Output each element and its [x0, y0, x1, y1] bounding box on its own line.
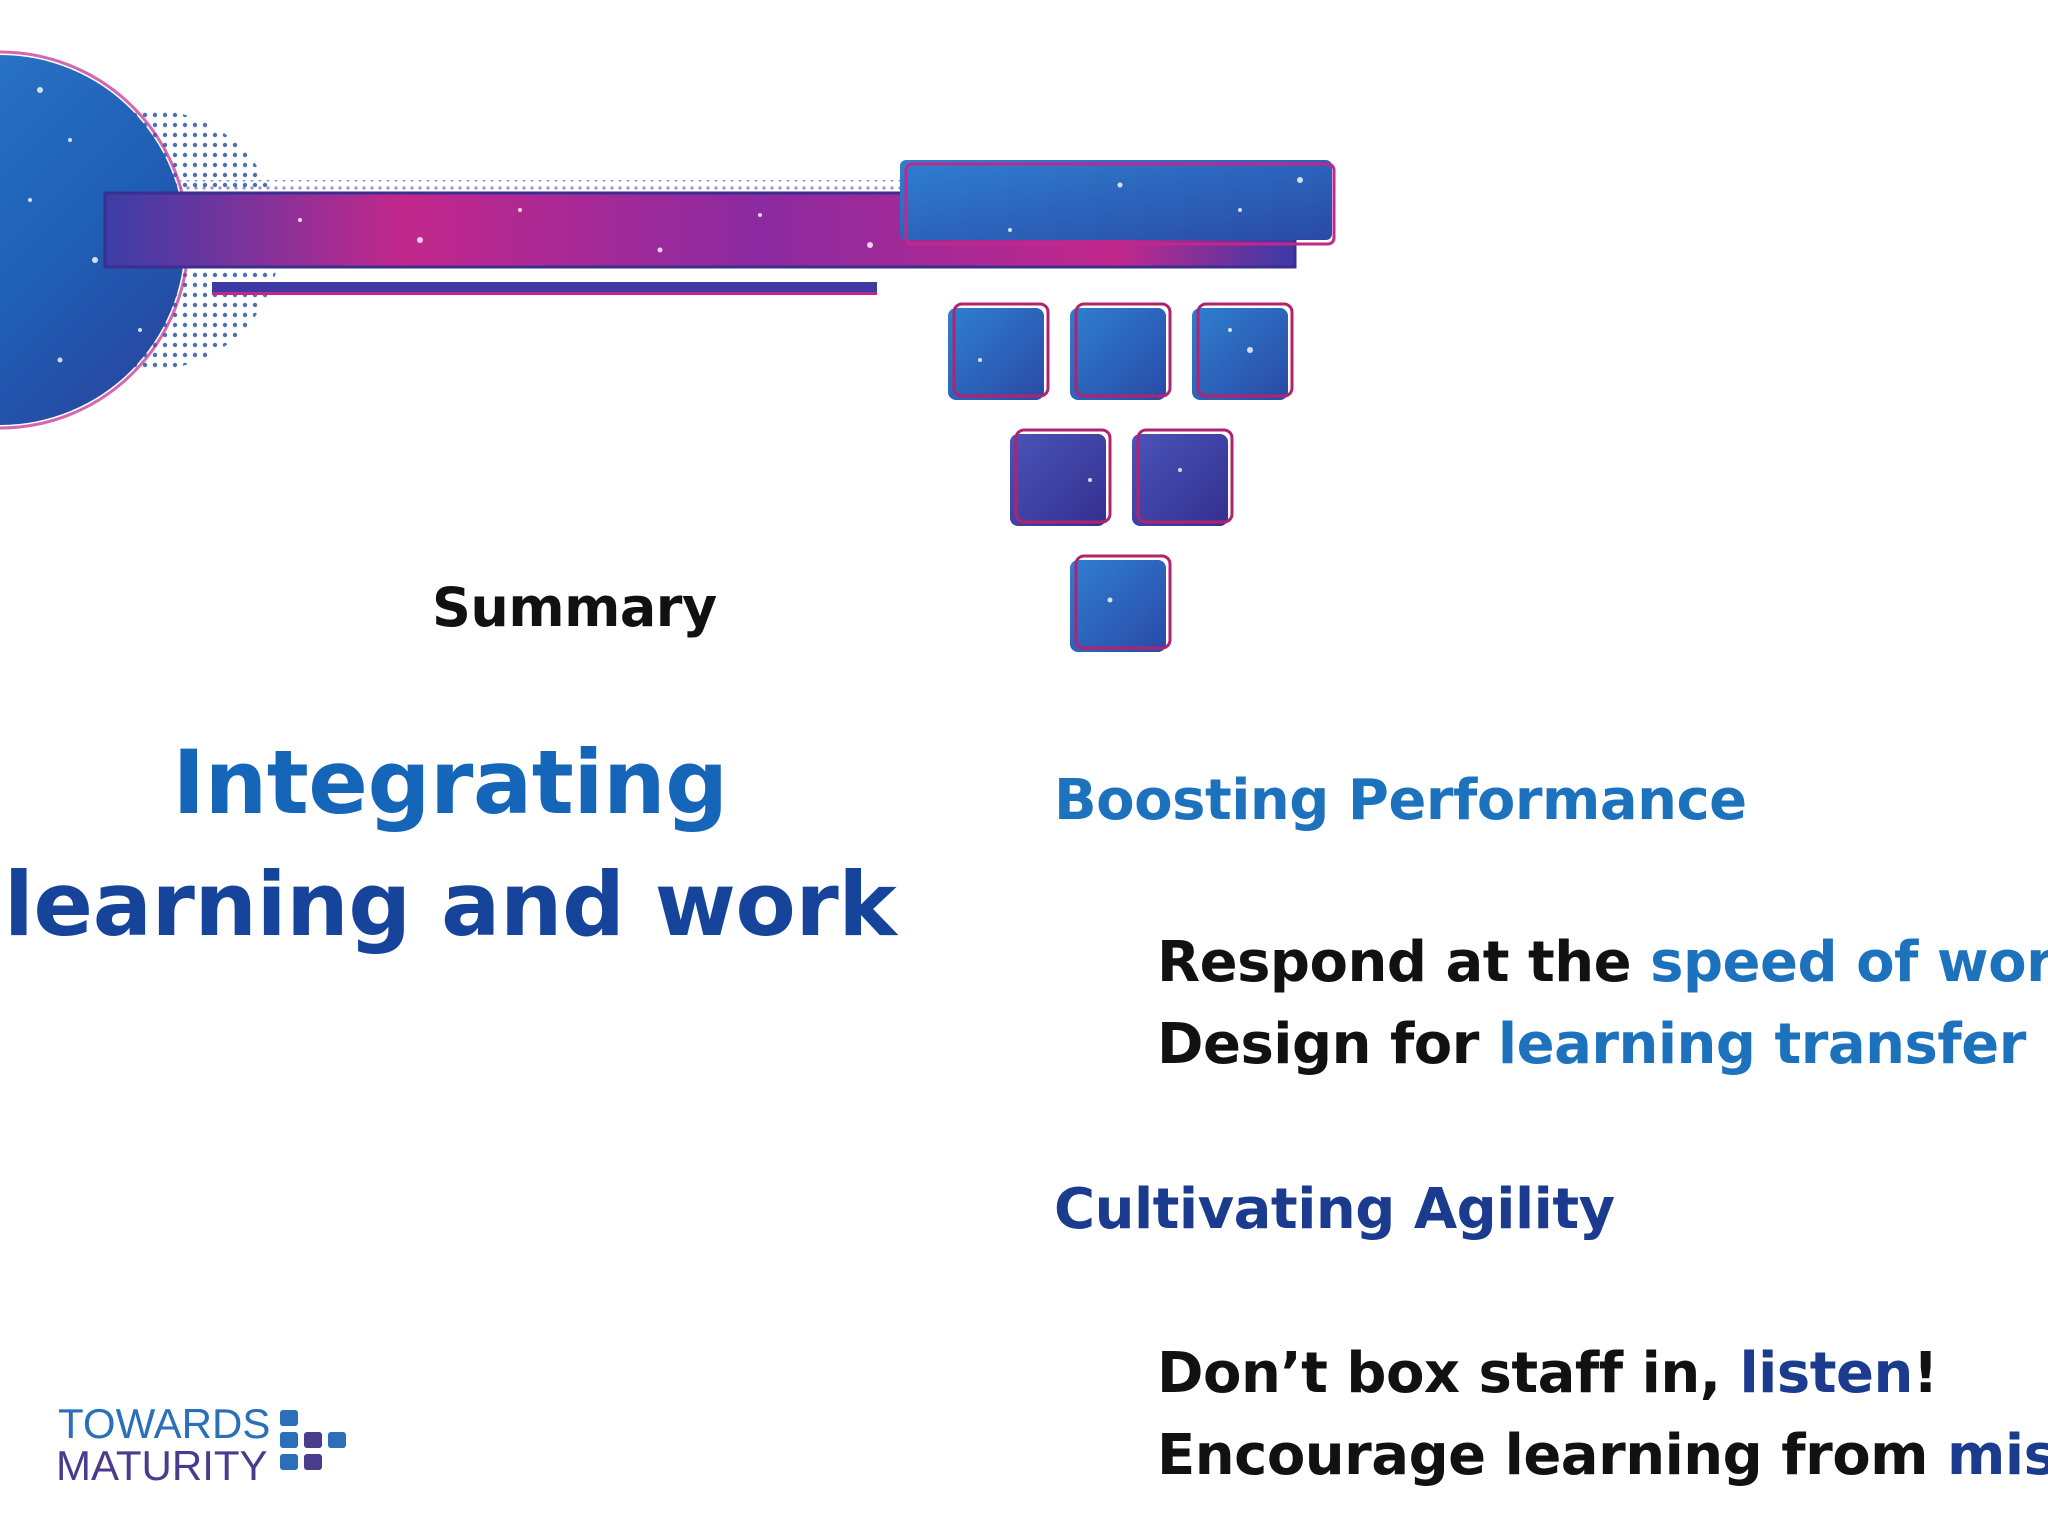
bullet-learning-transfer: Design for learning transfer: [1157, 1012, 2026, 1077]
title-line-2: learning and work: [3, 853, 897, 956]
bullet-text: Respond at the: [1157, 930, 1651, 995]
halftone-band: [180, 180, 910, 192]
bullet-listen: Don’t box staff in, listen!: [1157, 1341, 1938, 1406]
bullet-mistakes: Encourage learning from mistakes: [1157, 1423, 2048, 1488]
logo-squares-icon: [280, 1410, 346, 1470]
slide-heading: Summary: [432, 576, 717, 639]
slide-title: Integrating learning and work: [0, 722, 900, 966]
key-teeth: [948, 302, 1294, 652]
decorative-key-graphic: [0, 50, 1336, 652]
section-heading-boosting-performance: Boosting Performance: [1054, 768, 1747, 833]
bullet-highlight: speed of work: [1650, 930, 2048, 995]
logo-word-2: MATURITY: [56, 1442, 268, 1489]
logo-word-1: TOWARDS: [58, 1400, 271, 1447]
towards-maturity-logo: TOWARDS MATURITY: [56, 1400, 376, 1490]
key-shaft-underline: [212, 282, 877, 292]
bullet-text: Don’t box staff in,: [1157, 1341, 1740, 1406]
speckle-texture: [28, 67, 1303, 603]
key-head-block: [900, 160, 1332, 240]
bullet-highlight: mistakes: [1947, 1423, 2048, 1488]
title-line-1: Integrating: [172, 731, 728, 834]
key-ring-circle: [0, 55, 185, 425]
bullet-highlight: listen: [1739, 1341, 1913, 1406]
bullet-speed-of-work: Respond at the speed of work: [1157, 930, 2048, 995]
bullet-highlight: learning transfer: [1497, 1012, 2026, 1077]
bullet-text: Encourage learning from: [1157, 1423, 1948, 1488]
bullet-text: Design for: [1157, 1012, 1498, 1077]
section-heading-cultivating-agility: Cultivating Agility: [1054, 1177, 1615, 1242]
bullet-suffix: !: [1912, 1341, 1939, 1406]
